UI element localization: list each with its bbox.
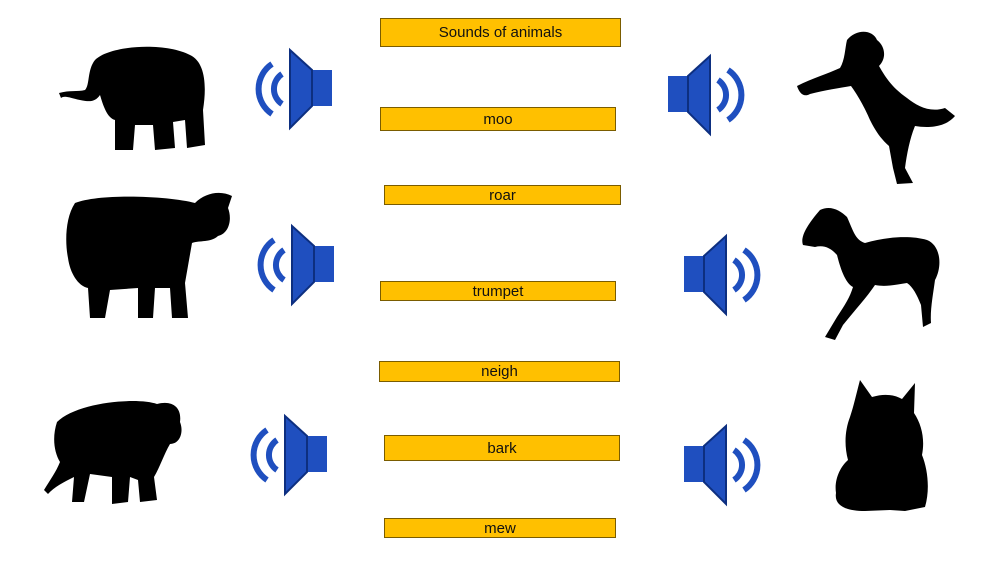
- page-title: Sounds of animals: [380, 18, 621, 47]
- label-roar[interactable]: roar: [384, 185, 621, 205]
- dog-icon: [795, 28, 960, 188]
- cow-icon: [60, 188, 240, 328]
- elephant-icon: [55, 40, 215, 155]
- cat-icon: [830, 375, 935, 515]
- horse-icon: [795, 205, 945, 345]
- speaker-icon-tiger[interactable]: [245, 410, 335, 500]
- speaker-icon-dog[interactable]: [660, 50, 750, 140]
- speaker-icon-elephant[interactable]: [250, 44, 340, 134]
- label-neigh[interactable]: neigh: [379, 361, 620, 382]
- speaker-icon-cow[interactable]: [252, 220, 342, 310]
- speaker-icon-horse[interactable]: [676, 230, 766, 320]
- label-moo[interactable]: moo: [380, 107, 616, 131]
- label-mew[interactable]: mew: [384, 518, 616, 538]
- label-trumpet[interactable]: trumpet: [380, 281, 616, 301]
- speaker-icon-cat[interactable]: [676, 420, 766, 510]
- label-bark[interactable]: bark: [384, 435, 620, 461]
- tiger-icon: [42, 392, 187, 507]
